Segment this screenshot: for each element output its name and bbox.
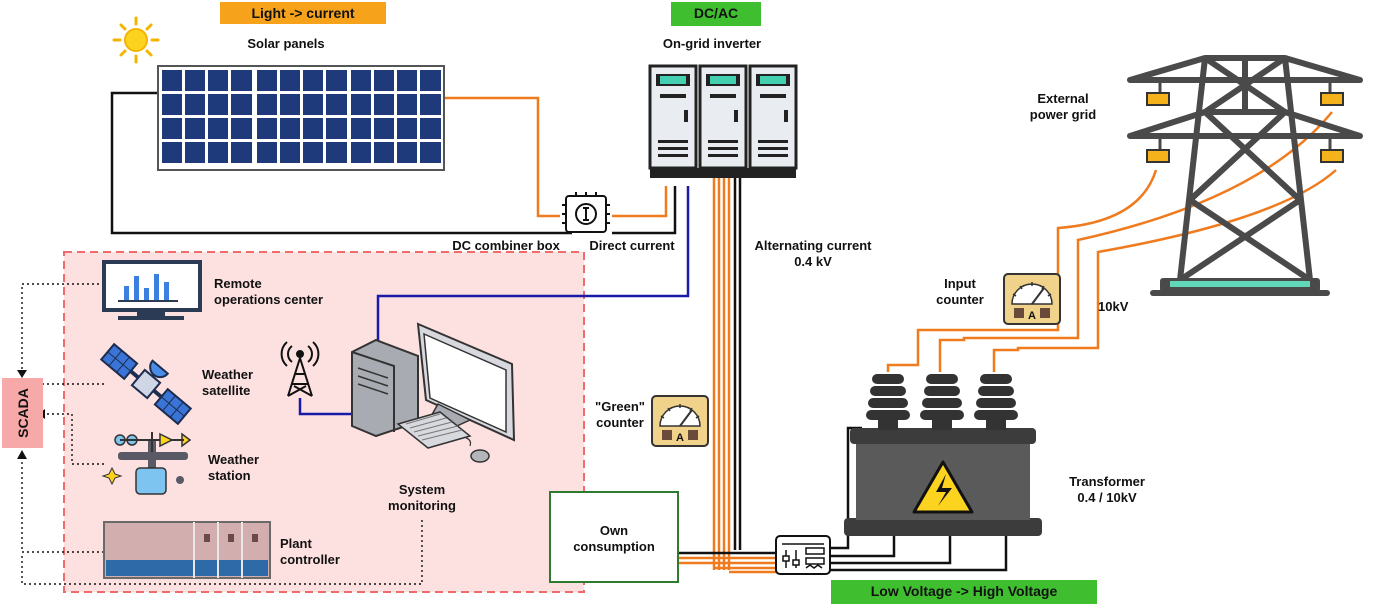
satellite-icon	[99, 342, 193, 426]
label-solar-panels: Solar panels	[247, 36, 325, 51]
label-weather-satellite: Weather satellite	[202, 367, 254, 398]
meter-letter: A	[1028, 310, 1036, 322]
antenna-icon	[280, 341, 320, 397]
switchgear-icon	[775, 535, 831, 575]
label-green-counter: "Green" counter	[595, 399, 645, 430]
tower-base	[1150, 278, 1330, 296]
dc-negative-wire	[110, 91, 572, 235]
meter-icon: A	[651, 395, 709, 447]
label-direct-current: Direct current	[589, 238, 675, 253]
combiner-to-inverter-wire	[612, 186, 668, 218]
monitor-icon	[102, 260, 202, 320]
sun-icon	[112, 16, 160, 64]
label-weather-station: Weather station	[208, 452, 260, 483]
insulator-icons	[1146, 92, 1344, 163]
scada-box: SCADA	[2, 378, 43, 448]
label-alternating-current: Alternating current 0.4 kV	[754, 238, 872, 269]
meter-letter: A	[676, 432, 684, 444]
label-external-grid: External power grid	[1029, 91, 1097, 122]
label-remote-ops: Remote operations center	[214, 276, 324, 307]
combiner-box-icon	[562, 192, 610, 233]
label-own-consumption: Own consumption	[573, 523, 655, 554]
computer-icon	[351, 322, 516, 463]
scada-links	[21, 283, 423, 585]
plant-controller-icon	[103, 521, 271, 579]
label-10kv: 10kV	[1098, 299, 1129, 314]
label-system-monitoring: System monitoring	[388, 482, 456, 513]
transformer-icon	[844, 374, 1042, 536]
solar-panel-icon	[157, 65, 445, 171]
weather-station-icon	[101, 432, 192, 495]
inverter-icon	[648, 64, 798, 178]
meter-icon: A	[1003, 273, 1061, 325]
tag-lv-hv: Low Voltage -> High Voltage	[831, 580, 1097, 604]
label-dc-combiner: DC combiner box	[452, 238, 560, 253]
own-consumption-box	[549, 491, 679, 583]
tag-light-current: Light -> current	[220, 2, 386, 24]
wires	[110, 91, 1337, 574]
label-transformer: Transformer 0.4 / 10kV	[1069, 474, 1145, 505]
label-inverter: On-grid inverter	[662, 36, 762, 51]
tag-dc-ac: DC/AC	[671, 2, 761, 26]
label-plant-controller: Plant controller	[280, 536, 340, 567]
dc-positive-wire	[444, 96, 560, 218]
label-input-counter: Input counter	[936, 276, 984, 307]
comm-wire	[376, 186, 690, 345]
scada-label: SCADA	[14, 388, 31, 438]
transmission-tower-icon	[1127, 55, 1363, 283]
